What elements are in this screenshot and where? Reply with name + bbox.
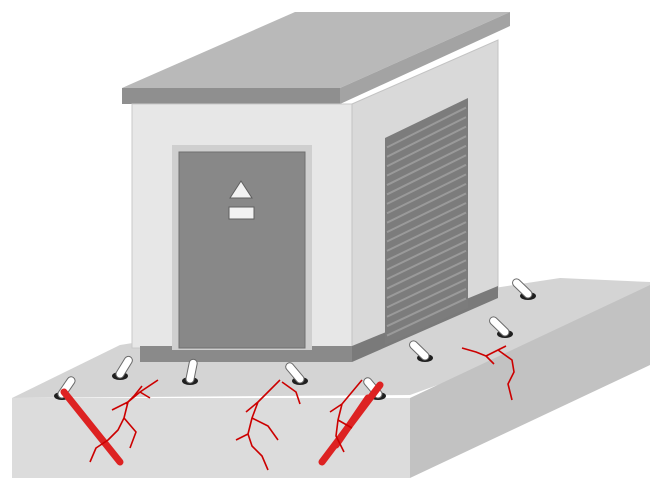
- louver-slat: [386, 211, 467, 252]
- louver-slat: [386, 221, 467, 262]
- pile-shaft: [332, 394, 372, 449]
- crack: [329, 379, 363, 453]
- louver-slats: [386, 106, 467, 337]
- louver-slat: [386, 173, 467, 215]
- anchor: [409, 340, 433, 362]
- louver-slat: [386, 240, 467, 281]
- anchor-cap: [513, 279, 532, 298]
- louver-slat: [386, 297, 467, 337]
- warning-triangle-icon: [228, 180, 255, 220]
- anchor: [112, 355, 133, 380]
- anchor: [285, 362, 308, 385]
- crack: [89, 379, 159, 463]
- roof-top: [122, 12, 510, 88]
- louver-slat: [386, 135, 467, 177]
- anchor: [489, 316, 513, 338]
- louver-slat: [386, 125, 467, 168]
- warning-plate: [228, 206, 255, 220]
- anchor: [512, 278, 536, 300]
- red-pile: [332, 394, 372, 449]
- pile-shaft: [60, 388, 124, 466]
- crack: [235, 379, 281, 471]
- anchor-cap: [490, 317, 509, 336]
- slab-front-face: [12, 398, 410, 478]
- crack: [281, 381, 301, 405]
- louver-slat: [386, 106, 467, 149]
- louver-slat: [386, 288, 467, 328]
- louver-slat: [386, 116, 467, 158]
- warning-triangle: [229, 180, 253, 199]
- crack: [461, 345, 515, 401]
- slab-side-face: [410, 285, 650, 478]
- ventilation-louver: [385, 98, 468, 345]
- building: [122, 12, 510, 362]
- crack: [125, 385, 143, 405]
- anchor-cap: [116, 356, 132, 378]
- louver-slat: [386, 154, 467, 196]
- anchor-cap: [410, 341, 429, 360]
- louver-slat: [386, 163, 467, 205]
- red-piles: [60, 381, 384, 466]
- cracks: [89, 345, 515, 471]
- anchor: [182, 358, 198, 385]
- anchor-cap: [186, 359, 197, 383]
- louver-slat: [386, 259, 467, 299]
- louver-slat: [386, 249, 467, 290]
- louver-slat: [386, 230, 467, 271]
- louver-slat: [386, 192, 467, 233]
- door[interactable]: [178, 151, 306, 349]
- anchor-cap: [286, 363, 304, 383]
- roof-side-edge: [340, 12, 510, 104]
- louver-slat: [386, 278, 467, 318]
- louver-slat: [386, 183, 467, 224]
- louver-slat: [386, 144, 467, 186]
- roof-front-edge: [122, 88, 340, 104]
- louver-slat: [386, 268, 467, 309]
- louver-slat: [386, 202, 467, 243]
- red-pile: [60, 388, 124, 466]
